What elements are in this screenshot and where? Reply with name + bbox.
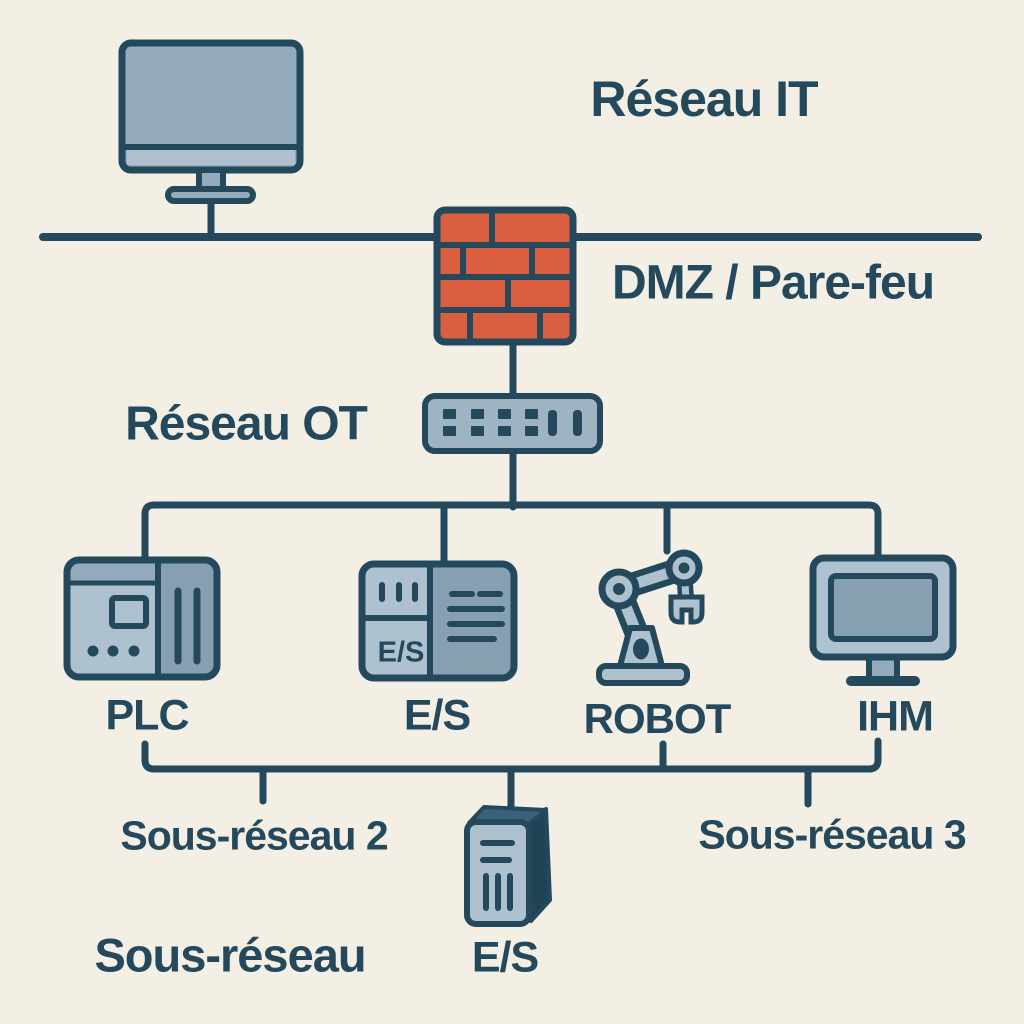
plc-icon bbox=[63, 556, 221, 681]
workstation-icon bbox=[118, 39, 304, 204]
ot-network-label: Réseau OT bbox=[125, 397, 368, 451]
robot-arm-icon bbox=[596, 549, 705, 686]
hmi-monitor-icon bbox=[809, 554, 957, 686]
hmi-label: IHM bbox=[857, 692, 934, 741]
subnet-label: Sous-réseau bbox=[94, 928, 366, 982]
subnet-line bbox=[141, 737, 882, 773]
io-server-label: E/S bbox=[471, 933, 539, 982]
io-module-label: E/S bbox=[403, 691, 471, 740]
firewall-icon bbox=[433, 206, 577, 346]
it-network-label: Réseau IT bbox=[590, 71, 818, 127]
plc-label: PLC bbox=[105, 691, 190, 740]
io-device-badge: E/S bbox=[377, 636, 425, 669]
network-switch-icon bbox=[422, 393, 603, 454]
ot-bus-line bbox=[141, 501, 882, 566]
io-module-icon bbox=[358, 560, 518, 682]
subnet2-label: Sous-réseau 2 bbox=[120, 812, 388, 859]
subnet3-label: Sous-réseau 3 bbox=[698, 811, 966, 858]
server-tower-icon bbox=[464, 805, 552, 927]
robot-label: ROBOT bbox=[583, 695, 732, 742]
dmz-firewall-label: DMZ / Pare-feu bbox=[611, 256, 935, 310]
